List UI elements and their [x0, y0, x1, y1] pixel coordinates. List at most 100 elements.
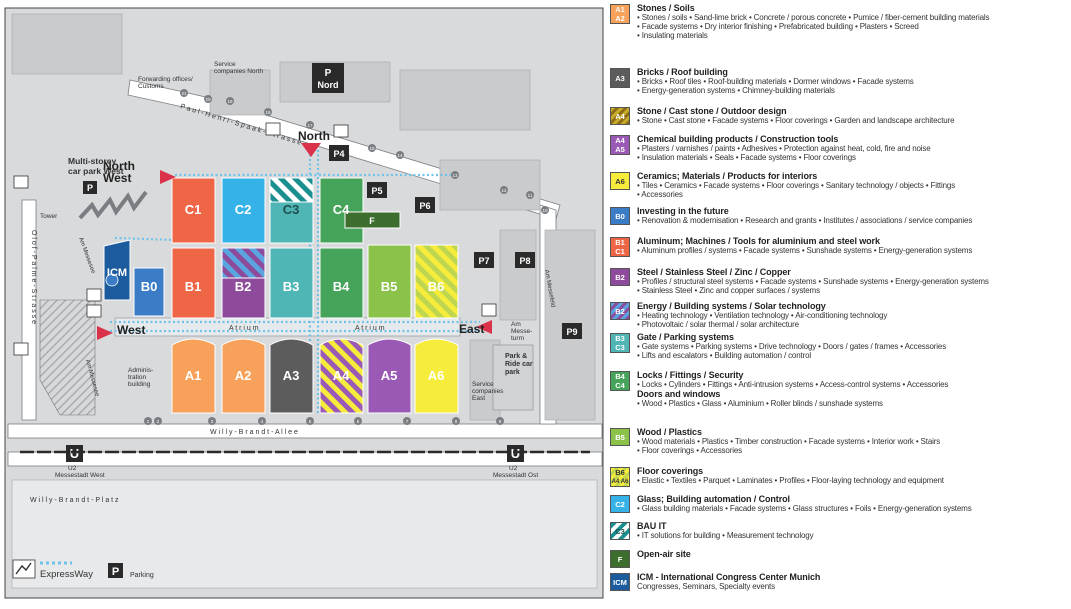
label-c1: C1 — [185, 202, 202, 217]
parking-p7-label: P7 — [478, 256, 489, 266]
parking-p9[interactable] — [562, 323, 582, 339]
legend-title: Chemical building products / Constructio… — [637, 134, 839, 144]
legend-line: • Wood • Plastics • Glass • Aluminium • … — [637, 399, 883, 408]
legend-title: Ceramics; Materials / Products for inter… — [637, 171, 818, 181]
street-willy-brandt-allee — [7, 423, 603, 439]
parking-p8[interactable] — [515, 252, 535, 268]
hall-a4[interactable] — [319, 338, 364, 414]
parking-p5-label: P5 — [371, 186, 382, 196]
gate-number: 8 — [455, 419, 458, 424]
north-west-entrance-arrow[interactable] — [160, 170, 176, 184]
legend-swatch-code: A3 — [615, 73, 625, 83]
legend-title: Stone / Cast stone / Outdoor design — [637, 106, 787, 116]
hall-a2[interactable] — [221, 338, 266, 414]
gate-numbers: 123456789101112131415161718192021 — [144, 89, 549, 425]
park-ride-building — [492, 344, 534, 411]
legend-line: • Wood materials • Plastics • Timber con… — [637, 437, 941, 446]
hall-b1[interactable] — [171, 247, 216, 319]
legend-swatch-code: A1 — [615, 5, 625, 14]
legend-swatch-code: B5 — [615, 432, 625, 442]
label-b1: B1 — [185, 279, 202, 294]
legend-swatch-code: B2 — [615, 272, 625, 282]
entrance-labels: North North West West East — [103, 129, 484, 337]
east-entrance-arrow[interactable] — [476, 320, 492, 334]
parking-nord[interactable] — [312, 63, 344, 93]
hall-c4[interactable] — [319, 177, 364, 244]
car-icon — [481, 303, 497, 317]
gate-marker — [264, 108, 272, 116]
north-entrance-arrow[interactable] — [301, 143, 321, 157]
parking-p4[interactable] — [329, 145, 349, 161]
hall-b3[interactable] — [269, 247, 314, 319]
platz-label: W i l l y - B r a n d t - P l a t z — [30, 497, 119, 504]
hall-a3[interactable] — [269, 338, 314, 414]
parking-p8-label: P8 — [519, 256, 530, 266]
label-b5: B5 — [381, 279, 398, 294]
legend-title: Doors and windows — [637, 389, 721, 399]
hall-b5[interactable] — [367, 244, 412, 319]
gate-number: 19 — [227, 99, 233, 104]
label-a5: A5 — [381, 368, 398, 383]
label-b4: B4 — [333, 279, 350, 294]
label-a4: A4 — [333, 368, 350, 383]
entrance-arrows — [97, 143, 492, 340]
legend-swatch-code: A4 — [615, 136, 625, 145]
open-air-site-f[interactable] — [344, 211, 401, 229]
admin-label-2: tration — [128, 374, 146, 381]
hatched-area — [39, 299, 96, 416]
multistorey-label-1: Multi-storey — [68, 156, 116, 166]
legend-title: Aluminum; Machines / Tools for aluminium… — [637, 236, 880, 246]
multistorey-label-2: car park West — [68, 166, 124, 176]
parking-multistorey[interactable] — [83, 181, 97, 194]
u-station-east[interactable] — [507, 445, 524, 462]
parking-p5[interactable] — [367, 182, 387, 198]
gate-number: 7 — [406, 419, 409, 424]
gate-number: 6 — [357, 419, 360, 424]
hall-a6[interactable] — [414, 338, 459, 414]
u-station-east-icon: U — [511, 446, 520, 461]
hall-c2[interactable] — [221, 177, 266, 244]
service-east-label-1: Service — [472, 381, 494, 388]
gate-number: 14 — [397, 153, 403, 158]
legend-title: ICM - International Congress Center Muni… — [637, 572, 821, 582]
tower-label: Tower — [40, 213, 58, 220]
hall-b6[interactable] — [414, 244, 459, 319]
messeturm-label-2: Messe- — [511, 328, 532, 335]
gate-marker — [226, 97, 234, 105]
hall-b4[interactable] — [319, 247, 364, 319]
legend-swatch-code: C3 — [615, 343, 625, 352]
parking-p6[interactable] — [415, 197, 435, 213]
west-entrance-arrow[interactable] — [97, 326, 113, 340]
legend-line: • Insulating materials — [637, 31, 708, 40]
legend-line: • Bricks • Roof tiles • Roof-building ma… — [637, 77, 914, 86]
gate-number: 13 — [452, 173, 458, 178]
service-north-label-1: Service — [214, 61, 236, 68]
legend-swatch-code: B6 — [615, 468, 625, 477]
service-north-label-2: companies North — [214, 68, 264, 75]
messeturm-label-1: Am — [511, 321, 521, 328]
legend-color-swatch: B0 — [610, 207, 630, 225]
legend-title: Wood / Plastics — [637, 427, 702, 437]
hall-c1[interactable] — [171, 177, 216, 244]
hall-b0[interactable] — [133, 267, 165, 317]
legend-line: • Accessories — [637, 190, 683, 199]
legend-swatch-code: B4 — [615, 372, 625, 381]
gate-number: 12 — [501, 188, 507, 193]
parking-p7[interactable] — [474, 252, 494, 268]
legend-line: • Locks • Cylinders • Fittings • Anti-in… — [637, 380, 949, 389]
hall-a1[interactable] — [171, 338, 216, 414]
hall-a5[interactable] — [367, 338, 412, 414]
icm-rotunda — [105, 273, 119, 287]
parking-p4-label: P4 — [333, 149, 344, 159]
parking-legend-icon — [108, 563, 123, 578]
gate-number: 5 — [309, 419, 312, 424]
legend-title: Floor coverings — [637, 466, 704, 476]
u2-west-label-1: U2 — [68, 465, 77, 472]
fairground-map: C1 C2 C3 C4 B0 B1 B2 B3 B4 B5 B6 A1 A2 A… — [4, 7, 604, 599]
legend-title: BAU IT — [637, 521, 667, 531]
u-station-west[interactable] — [66, 445, 83, 462]
park-ride-label-2: Ride car — [505, 361, 533, 368]
